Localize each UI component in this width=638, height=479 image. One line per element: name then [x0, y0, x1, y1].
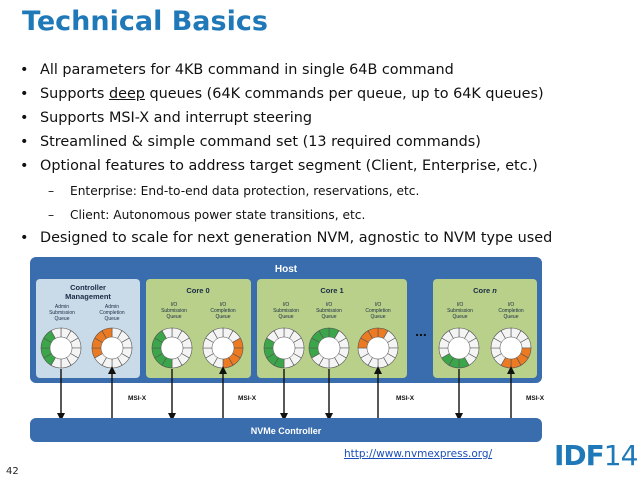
- io-cq-label: Queue: [503, 314, 518, 320]
- logo-14: 14: [603, 439, 638, 472]
- bullet-marker: •: [20, 86, 29, 102]
- io-completion-ring: [202, 327, 244, 369]
- io-submission-ring: [438, 327, 480, 369]
- bullet-text: Supports MSI-X and interrupt steering: [40, 110, 312, 126]
- bullet-marker: •: [20, 110, 29, 126]
- queue-ring-center: [100, 336, 124, 360]
- admin-cq-label: Completion: [99, 310, 125, 316]
- bullet-marker: •: [20, 158, 29, 174]
- queue-ring-center: [366, 336, 390, 360]
- nvme-controller-label: NVMe Controller: [251, 426, 322, 436]
- io-sq-label: Submission: [316, 308, 342, 314]
- sub-bullet-marker: –: [48, 184, 55, 198]
- admin-completion-ring: [91, 327, 133, 369]
- io-submission-ring: [308, 327, 350, 369]
- mgmt-title-line: Management: [65, 292, 111, 301]
- io-submission-ring: [151, 327, 193, 369]
- queue-arrows: [57, 366, 515, 421]
- page-number: 42: [6, 466, 19, 477]
- host-label: Host: [275, 264, 298, 275]
- nvme-controller-bar: [30, 418, 542, 442]
- queue-ring-center: [272, 336, 296, 360]
- io-cq-label: Completion: [210, 308, 236, 314]
- queue-ring-center: [211, 336, 235, 360]
- queue-ring-center: [160, 336, 184, 360]
- io-sq-label: I/O: [283, 302, 290, 308]
- msix-label: MSI-X: [396, 395, 415, 402]
- io-sq-label: I/O: [326, 302, 333, 308]
- bullet-text: Supports: [40, 86, 109, 102]
- bullet-marker: •: [20, 230, 29, 246]
- io-cq-label: Completion: [498, 308, 524, 314]
- core-title: Core 1: [320, 286, 343, 295]
- core-title: Core n: [473, 286, 497, 295]
- admin-sq-label: Submission: [49, 310, 75, 316]
- io-sq-label: Queue: [321, 314, 336, 320]
- bullet-item: • Streamlined & simple command set (13 re…: [20, 134, 481, 150]
- io-cq-label: Queue: [370, 314, 385, 320]
- bullet-text: Streamlined & simple command set (13 req…: [40, 134, 481, 150]
- mgmt-title-line: Controller: [70, 283, 106, 292]
- bullet-item: • Optional features to address target seg…: [20, 158, 538, 174]
- msix-label: MSI-X: [526, 395, 545, 402]
- nvme-website-link[interactable]: http://www.nvmexpress.org/: [344, 448, 493, 460]
- bullet-text: Optional features to address target segm…: [40, 158, 538, 174]
- io-submission-ring: [263, 327, 305, 369]
- queue-ring-center: [49, 336, 73, 360]
- bullet-marker: •: [20, 134, 29, 150]
- bullet-underlined-text: deep: [108, 86, 145, 102]
- msix-label: MSI-X: [128, 395, 147, 402]
- bullet-text: Designed to scale for next generation NV…: [40, 230, 553, 246]
- admin-cq-label: Admin: [105, 304, 119, 310]
- idf14-logo: IDF14: [554, 439, 638, 472]
- queue-ring-center: [499, 336, 523, 360]
- bullet-item: • Supports MSI-X and interrupt steering: [20, 110, 312, 126]
- io-sq-label: Queue: [278, 314, 293, 320]
- admin-sq-label: Admin: [55, 304, 69, 310]
- sub-bullet-item: – Enterprise: End-to-end data protection,…: [48, 184, 419, 198]
- io-cq-label: Queue: [215, 314, 230, 320]
- sub-bullet-text: Enterprise: End-to-end data protection, …: [70, 184, 420, 198]
- core-title: Core 0: [186, 286, 209, 295]
- io-cq-label: I/O: [375, 302, 382, 308]
- io-sq-label: I/O: [457, 302, 464, 308]
- io-sq-label: I/O: [171, 302, 178, 308]
- io-sq-label: Submission: [447, 308, 473, 314]
- bullet-item: • Supports deep queues (64K commands per …: [20, 86, 544, 102]
- bullet-text: All parameters for 4KB command in single…: [40, 62, 454, 78]
- io-sq-label: Submission: [273, 308, 299, 314]
- more-cores-ellipsis: ...: [415, 323, 427, 339]
- io-sq-label: Queue: [166, 314, 181, 320]
- sub-bullet-text: Client: Autonomous power state transitio…: [70, 208, 366, 222]
- queue-ring-center: [447, 336, 471, 360]
- bullet-marker: •: [20, 62, 29, 78]
- io-cq-label: I/O: [220, 302, 227, 308]
- io-completion-ring: [490, 327, 532, 369]
- slide-title: Technical Basics: [22, 6, 268, 37]
- io-sq-label: Submission: [161, 308, 187, 314]
- sub-bullet-marker: –: [48, 208, 55, 222]
- io-cq-label: Completion: [365, 308, 391, 314]
- sub-bullet-item: – Client: Autonomous power state transiti…: [48, 208, 365, 222]
- bullet-item: • Designed to scale for next generation N…: [20, 230, 552, 246]
- admin-cq-label: Queue: [104, 316, 119, 322]
- msix-label: MSI-X: [238, 395, 257, 402]
- logo-idf: IDF: [554, 439, 605, 472]
- io-completion-ring: [357, 327, 399, 369]
- admin-sq-label: Queue: [54, 316, 69, 322]
- io-cq-label: I/O: [508, 302, 515, 308]
- bullet-text-tail: queues (64K commands per queue, up to 64…: [144, 86, 544, 102]
- queue-ring-center: [317, 336, 341, 360]
- bullet-item: • All parameters for 4KB command in singl…: [20, 62, 454, 78]
- admin-submission-ring: [40, 327, 82, 369]
- io-sq-label: Queue: [452, 314, 467, 320]
